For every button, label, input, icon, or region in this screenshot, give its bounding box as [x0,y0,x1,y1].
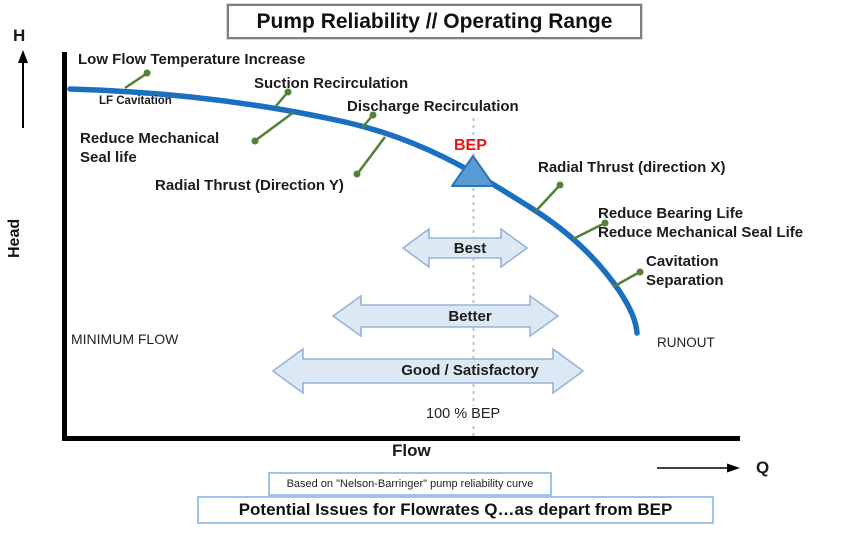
bep-triangle-icon [451,155,495,187]
source-note: Based on "Nelson-Barringer" pump reliabi… [268,472,552,496]
minimum-flow-label: MINIMUM FLOW [71,331,179,347]
zone-arrow-best [401,227,529,269]
zone-arrow-good [271,347,585,395]
leader-reduce-bearing-and-mech-seal-life [572,219,609,241]
leader-suction-recirculation [275,88,292,107]
h-axis-arrow [18,50,28,128]
zone-label-better: Better [448,308,492,325]
head-axis-label: Head [6,218,23,258]
q-axis-arrow [657,463,740,473]
zone-arrow-better [331,294,560,338]
zone-label-best: Best [453,240,487,257]
runout-label: RUNOUT [657,335,715,350]
q-axis-symbol: Q [756,458,770,477]
bep-percent-label: 100 % BEP [424,406,503,422]
annotation-cavitation-separation: Cavitation Separation [646,253,724,289]
leader-radial-thrust-direction-x [534,181,564,213]
leader-radial-thrust-direction-y [353,136,386,178]
leader-cavitation-separation [612,268,644,289]
diagram-title: Pump Reliability // Operating Range [227,4,642,39]
pump-curve [67,86,640,336]
bep-label: BEP [454,137,487,154]
annotation-low-flow-temperature-increase: Low Flow Temperature Increase [78,51,306,68]
annotation-suction-recirculation: Suction Recirculation [254,75,409,92]
zone-label-good: Good / Satisfactory [401,362,539,379]
leader-reduce-mechanical-seal-life-left [251,110,295,145]
leader-low-flow-temperature-increase [124,69,151,90]
annotation-radial-thrust-direction-y: Radial Thrust (Direction Y) [155,177,344,194]
annotation-reduce-mechanical-seal-life-left: Reduce Mechanical Seal life [80,130,220,166]
flow-axis-label: Flow [392,441,431,460]
h-axis-symbol: H [13,26,26,45]
annotation-reduce-bearing-and-mech-seal-life: Reduce Bearing Life Reduce Mechanical Se… [598,205,804,241]
leader-discharge-recirculation [361,111,377,129]
annotation-lf-cavitation: LF Cavitation [99,95,172,107]
annotation-radial-thrust-direction-x: Radial Thrust (direction X) [538,159,726,176]
caption: Potential Issues for Flowrates Q…as depa… [197,496,714,524]
annotation-discharge-recirculation: Discharge Recirculation [347,98,519,115]
